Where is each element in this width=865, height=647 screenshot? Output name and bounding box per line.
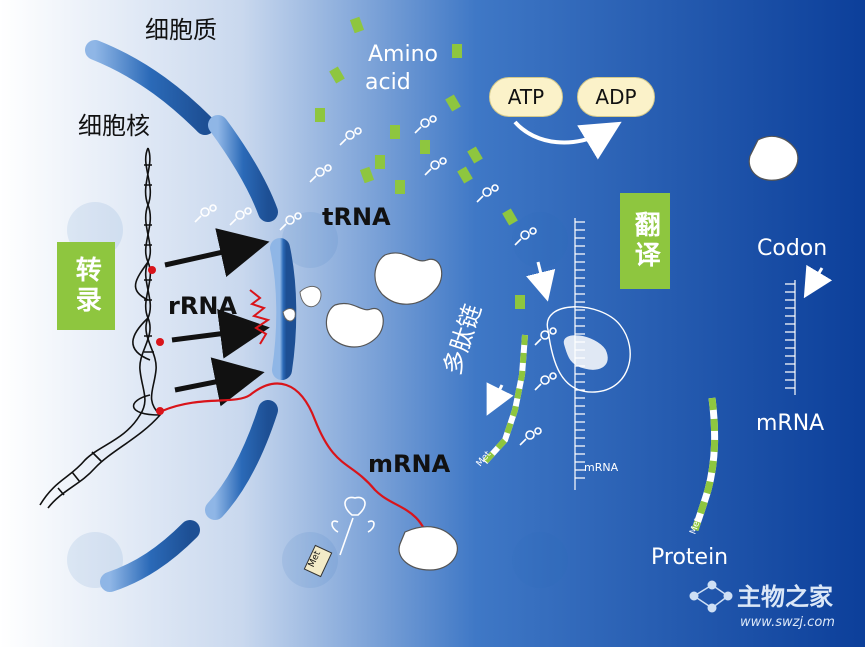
transcription-arrows [164, 228, 270, 407]
ribosome-outline [546, 306, 631, 393]
label-rrna: rRNA [168, 292, 237, 320]
dna-double-helix [39, 147, 162, 509]
watermark-site-name: 主物之家 [737, 583, 833, 611]
swzj-logo-icon [689, 580, 733, 613]
label-atp: ATP [507, 85, 545, 109]
mrna-strand [161, 382, 432, 546]
atp-pill: ATP [489, 77, 563, 117]
protein-chain [691, 397, 719, 532]
label-adp: ADP [595, 85, 637, 109]
label-translation: 翻译 [630, 211, 661, 271]
trna-delivery-arrow [526, 261, 556, 302]
adp-pill: ADP [577, 77, 655, 117]
label-ribosome-mrna: mRNA [584, 461, 619, 474]
label-protein: Protein [651, 545, 729, 570]
polypeptide-arrow [486, 382, 514, 416]
amino-acid-blocks [315, 16, 525, 309]
rna-polymerase-dots [148, 266, 164, 415]
label-codon: Codon [757, 236, 828, 261]
nuclear-envelope [85, 40, 297, 592]
polypeptide-chain [482, 334, 528, 465]
label-amino-line2: acid [365, 70, 411, 95]
mrna-right-comb [785, 280, 796, 395]
ribosome-subunits-small [282, 285, 322, 322]
watermark-url: www.swzj.com [740, 615, 835, 630]
met-box [303, 544, 333, 578]
initiator-trna [331, 496, 375, 556]
ribosome-large-subunits [325, 135, 799, 571]
rrna-strand [249, 289, 271, 345]
atp-adp-arrow [513, 120, 622, 160]
codon-arrow [803, 264, 833, 299]
label-cytoplasm: 细胞质 [145, 16, 217, 44]
label-amino-line1: Amino [368, 42, 438, 67]
trna-icons [194, 115, 557, 446]
label-transcription: 转录 [71, 256, 102, 316]
label-mrna-right: mRNA [756, 411, 825, 436]
transcription-box: 转录 [57, 242, 115, 330]
label-nucleus: 细胞核 [78, 112, 150, 140]
label-mrna-nucleus: mRNA [368, 450, 451, 478]
label-trna: tRNA [322, 203, 391, 231]
translation-box: 翻译 [620, 193, 670, 289]
